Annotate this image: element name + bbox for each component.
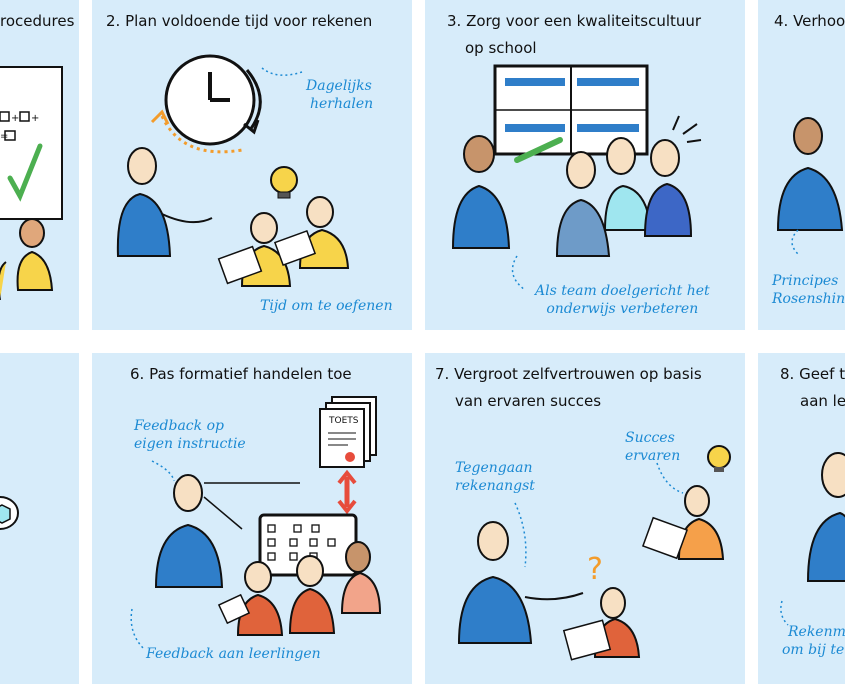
lightbulb-icon <box>270 166 298 194</box>
panel-title: 8. Geef t aan le <box>780 365 845 410</box>
student-head <box>600 587 626 619</box>
student-head <box>19 218 45 248</box>
student-body <box>340 571 382 614</box>
panel-rosenshine: 4. Verhoo Principes Rosenshin <box>758 0 845 330</box>
panel-title: 3. Zorg voor een kwaliteitscultuur op sc… <box>447 12 702 57</box>
teacher-head <box>127 147 157 185</box>
note-principles: Principes Rosenshin <box>772 273 845 307</box>
panel-five <box>0 353 79 684</box>
panel-formative-illustration: TOETS <box>130 396 382 650</box>
panel-title: 2. Plan voldoende tijd voor rekenen <box>106 12 373 30</box>
teacher-head <box>606 137 636 175</box>
marker-icon <box>514 137 563 163</box>
panel-eight: 8. Geef t aan le Rekenm om bij te <box>758 353 845 684</box>
panel-plan-time: 2. Plan voldoende tijd voor rekenen Dage… <box>92 0 412 330</box>
teacher-body <box>457 575 533 644</box>
panel-title: rocedures <box>0 12 75 30</box>
teacher-head <box>173 474 203 512</box>
worksheet <box>217 245 263 285</box>
teacher-body <box>806 511 845 582</box>
student-body <box>288 587 336 634</box>
worksheet <box>641 516 689 560</box>
note-practice-time: Tijd om te oefenen <box>260 298 393 314</box>
panel-rosenshine-illustration <box>776 117 844 255</box>
student-head <box>306 196 334 228</box>
worksheet <box>273 229 317 267</box>
student-body <box>677 517 725 560</box>
cube-icon <box>0 504 11 524</box>
test-label: TOETS <box>328 416 359 426</box>
panel-confidence: ? 7. Vergroot zelfvertrouwen op basis va… <box>425 353 745 684</box>
worksheet <box>217 593 251 625</box>
teacher-body <box>555 198 611 257</box>
teacher-body <box>116 192 172 257</box>
note-math: Rekenm om bij te <box>782 624 845 658</box>
panel-title: 4. Verhoo <box>774 12 845 30</box>
teacher-body <box>603 184 653 231</box>
teacher-body <box>643 182 693 237</box>
teacher-body <box>154 523 224 588</box>
panel-five-illustration <box>0 496 19 530</box>
checkmark-icon <box>7 143 43 202</box>
teacher-head <box>793 117 823 155</box>
note-feedback-own: Feedback op eigen instructie <box>134 418 246 452</box>
note-experience-success: Succes ervaren <box>625 430 681 464</box>
teacher-head <box>566 151 596 189</box>
panel-confidence-illustration: ? <box>457 445 731 661</box>
panel-title: 6. Pas formatief handelen toe <box>130 365 352 383</box>
dotted-arrow <box>160 115 243 154</box>
student-head <box>244 561 272 593</box>
student-body <box>16 250 54 291</box>
teacher-body <box>451 184 511 249</box>
svg-text:+: + <box>11 113 19 124</box>
panel-procedures-illustration: + + = <box>0 66 63 300</box>
note-math-anxiety: Tegengaan rekenangst <box>455 460 535 494</box>
whiteboard <box>0 66 63 220</box>
student-head <box>296 555 324 587</box>
svg-text:+: + <box>31 113 39 124</box>
note-team-improve: Als team doelgericht het onderwijs verbe… <box>535 283 710 317</box>
test-document-icon <box>319 396 377 468</box>
question-mark-icon: ? <box>587 552 603 587</box>
lightbulb-icon <box>707 445 731 469</box>
panel-quality-culture-illustration <box>451 64 702 291</box>
teacher-head <box>821 452 845 498</box>
panel-eight-illustration <box>780 452 845 626</box>
panel-procedures: + + = rocedures <box>0 0 79 330</box>
panel-plan-time-illustration <box>116 54 350 287</box>
teacher-body <box>776 166 844 231</box>
panel-title: 7. Vergroot zelfvertrouwen op basis van … <box>435 365 702 410</box>
note-feedback-students: Feedback aan leerlingen <box>146 646 321 662</box>
teacher-head <box>477 521 509 561</box>
svg-text:=: = <box>0 131 8 142</box>
teacher-head <box>650 139 680 177</box>
panel-formative: TOETS 6. Pas formatief handelen toe Feed… <box>92 353 412 684</box>
panel-quality-culture: 3. Zorg voor een kwaliteitscultuur op sc… <box>425 0 745 330</box>
worksheet <box>562 619 612 661</box>
sum-boxes: + + = <box>0 111 39 142</box>
teacher-head <box>463 135 495 173</box>
note-daily-repeat: Dagelijks herhalen <box>306 78 374 112</box>
student-head <box>684 485 710 517</box>
student-head <box>250 212 278 244</box>
arrow-icon <box>245 69 262 131</box>
student-head <box>345 541 371 573</box>
